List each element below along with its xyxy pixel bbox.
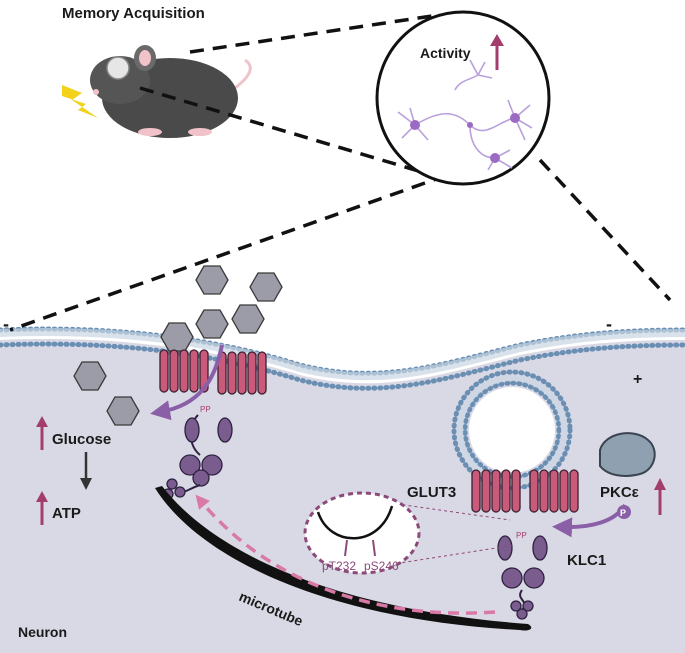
klc1-motor-left (162, 414, 233, 500)
pp-label-left: PP (200, 405, 211, 414)
microtubule (155, 486, 532, 631)
glut3-transporter-right (471, 469, 579, 513)
pkc-up-arrow (654, 478, 666, 490)
site-pt232: pT232 (322, 559, 356, 573)
zoom-lines (9, 14, 672, 332)
atp-label: ATP (52, 505, 81, 522)
klc1-label: KLC1 (567, 552, 606, 569)
glucose-molecules (73, 265, 283, 426)
site-ps246: pS246 (364, 559, 399, 573)
neuron-activity-circle: Activity (375, 10, 551, 186)
atp-up-arrow (36, 491, 48, 502)
minus-sign-left: - (3, 314, 9, 334)
cell-membrane (0, 326, 685, 391)
pkc-label: PKCε (600, 484, 639, 501)
pp-label-right: PP (516, 531, 527, 540)
minus-sign-right: - (606, 314, 612, 334)
glucose-label: Glucose (52, 431, 111, 448)
glut3-label: GLUT3 (407, 484, 456, 501)
lightning-icon (62, 85, 98, 118)
glucose-entry-arrow (150, 344, 224, 421)
klc1-motor-right (497, 535, 548, 620)
pkc-icon (599, 432, 656, 477)
glucose-to-atp-arrow (80, 478, 92, 490)
glut3-transporter-left (159, 349, 267, 395)
glucose-up-arrow (36, 416, 48, 427)
activity-label: Activity (420, 45, 471, 61)
phospho-badge (617, 505, 631, 519)
title: Memory Acquisition (62, 5, 205, 22)
neuron-label: Neuron (18, 624, 67, 640)
eye-sensor-icon (106, 56, 130, 80)
transport-arrow (195, 494, 496, 615)
mouse-icon (90, 45, 252, 138)
phospho-label: P (620, 508, 626, 518)
phosphosite-inset: pT232 pS246 (303, 491, 421, 575)
plus-sign: + (633, 371, 642, 388)
